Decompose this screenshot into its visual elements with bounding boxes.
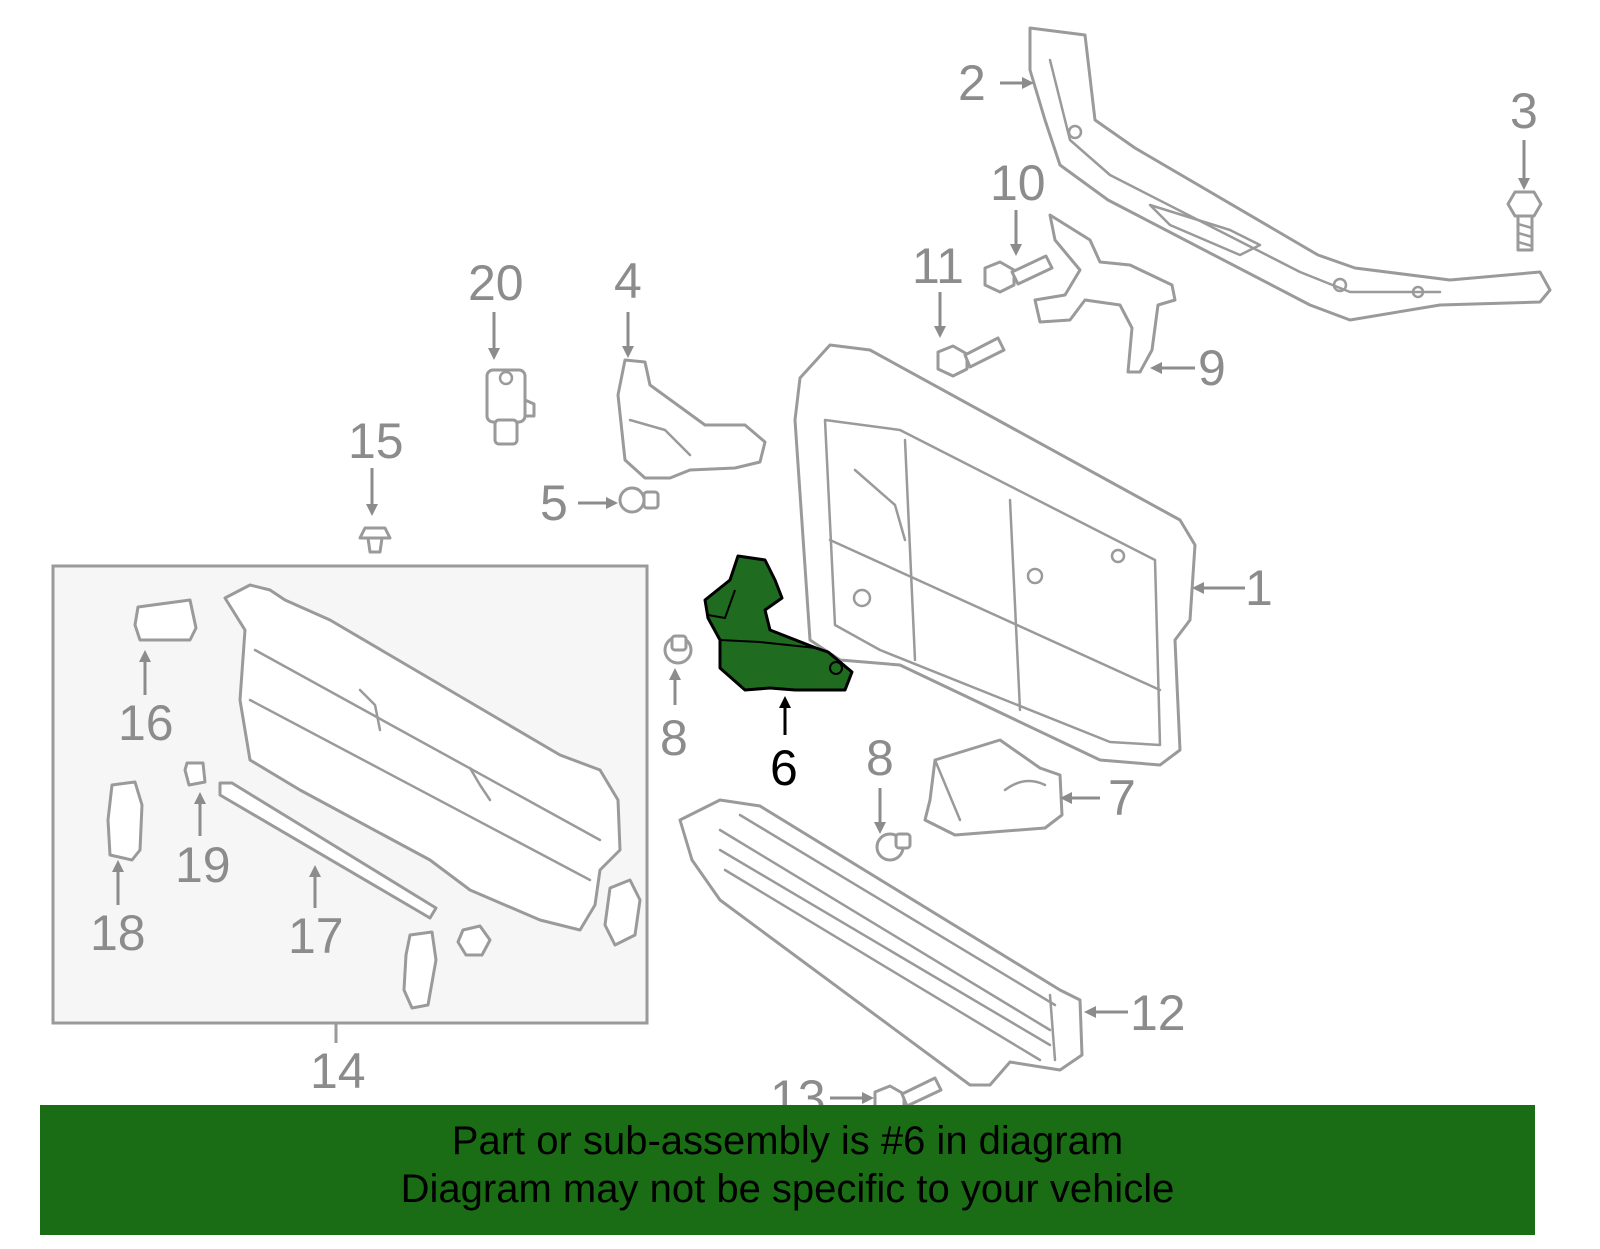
callout-6[interactable]: 6	[770, 740, 798, 796]
callout-11: 11	[912, 238, 964, 294]
callout-1: 1	[1245, 560, 1273, 616]
callout-16: 16	[118, 695, 174, 751]
callout-9: 9	[1198, 340, 1226, 396]
callout-18: 18	[90, 905, 146, 961]
banner-line-2: Diagram may not be specific to your vehi…	[400, 1167, 1175, 1211]
callout-8-lower: 8	[866, 730, 894, 786]
part-14-bumper-reinforcement[interactable]	[223, 583, 622, 932]
callout-20: 20	[468, 255, 524, 311]
callout-8-upper: 8	[660, 710, 688, 766]
part-3-bolt[interactable]	[1506, 190, 1543, 252]
part-18-absorber-right[interactable]	[402, 930, 438, 1010]
callout-7: 7	[1108, 770, 1136, 826]
part-17-strip[interactable]	[218, 781, 438, 920]
callout-10: 10	[990, 155, 1046, 211]
part-10-bolt[interactable]	[983, 254, 1054, 294]
part-8-clip-lower[interactable]	[875, 832, 912, 862]
banner-line-1: Part or sub-assembly is #6 in diagram	[451, 1119, 1124, 1163]
leader-arrows	[112, 77, 1530, 1104]
part-9-bracket[interactable]	[1033, 213, 1177, 374]
callout-15: 15	[348, 413, 404, 469]
part-7-air-guide[interactable]	[923, 738, 1064, 837]
callout-4: 4	[614, 253, 642, 309]
part-2-upper-tie-bar[interactable]	[1028, 26, 1552, 322]
part-14-bracket-right[interactable]	[603, 878, 642, 947]
part-1-radiator-support[interactable]	[793, 343, 1197, 767]
part-20-sensor[interactable]	[485, 368, 536, 446]
callout-17: 17	[288, 908, 344, 964]
part-8-clip-upper[interactable]	[663, 634, 693, 665]
part-18-absorber-left[interactable]	[106, 780, 144, 862]
callout-2: 2	[958, 55, 986, 111]
callout-12: 12	[1130, 985, 1186, 1041]
part-16-bracket[interactable]	[133, 598, 198, 642]
callout-3: 3	[1510, 83, 1538, 139]
part-6-air-guide-highlighted[interactable]	[703, 554, 854, 692]
part-12-shutter-grille[interactable]	[678, 798, 1084, 1087]
part-4-bracket[interactable]	[616, 358, 767, 480]
part-19-nut-b[interactable]	[456, 924, 492, 957]
part-11-bolt[interactable]	[936, 336, 1006, 378]
callout-14: 14	[310, 1043, 366, 1099]
part-15-push-pin[interactable]	[358, 526, 392, 554]
part-5-clip[interactable]	[618, 486, 660, 514]
info-banner: Part or sub-assembly is #6 in diagram Di…	[40, 1105, 1535, 1235]
callout-19: 19	[175, 837, 231, 893]
part-19-nut[interactable]	[183, 761, 207, 787]
callout-5: 5	[540, 475, 568, 531]
